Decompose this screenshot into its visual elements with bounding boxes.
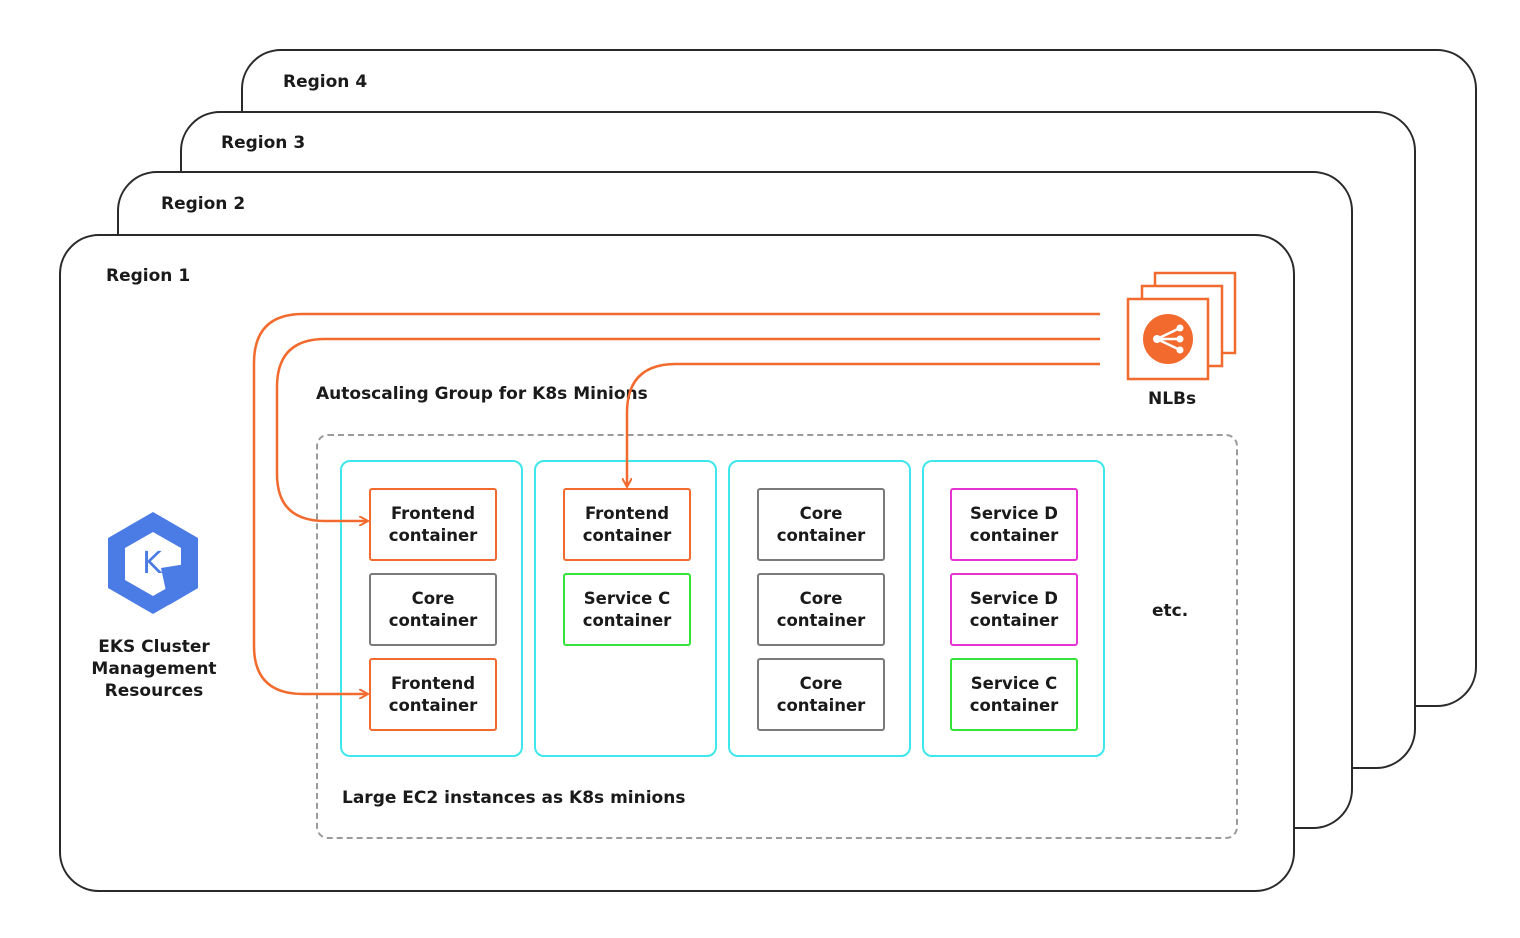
arrow-to-frontend-top [275,337,1100,521]
load-balancer-icon [1126,271,1237,381]
service-d-container: Service D container [950,573,1078,646]
ec2-node-3 [728,460,911,757]
kubernetes-icon: K [108,512,198,614]
etc-label: etc. [1152,601,1189,621]
arrow-to-frontend-bottom [252,312,1100,694]
core-container: Core container [757,658,885,731]
service-d-container: Service D container [950,488,1078,561]
region-1-panel: Region 1 [59,234,1295,892]
ec2-node-4 [922,460,1105,757]
autoscaling-group-label: Autoscaling Group for K8s Minions [316,384,648,404]
region-3-label: Region 3 [221,133,306,153]
eks-cluster-label: EKS Cluster Management Resources [91,637,217,701]
core-container: Core container [369,573,497,646]
region-1-label: Region 1 [106,266,191,286]
ec2-node-1 [340,460,523,757]
ec2-node-2 [534,460,717,757]
core-container: Core container [757,573,885,646]
service-c-container: Service C container [950,658,1078,731]
autoscaling-group-box [316,434,1238,839]
frontend-container: Frontend container [563,488,691,561]
nlbs-label: NLBs [1148,389,1197,409]
frontend-container: Frontend container [369,488,497,561]
region-2-label: Region 2 [161,194,246,214]
kubernetes-icon-letter: K [142,546,163,581]
service-c-container: Service C container [563,573,691,646]
region-4-label: Region 4 [283,72,368,92]
ec2-instances-label: Large EC2 instances as K8s minions [342,788,686,808]
core-container: Core container [757,488,885,561]
arrow-to-frontend-node2 [627,362,1100,486]
frontend-container: Frontend container [369,658,497,731]
